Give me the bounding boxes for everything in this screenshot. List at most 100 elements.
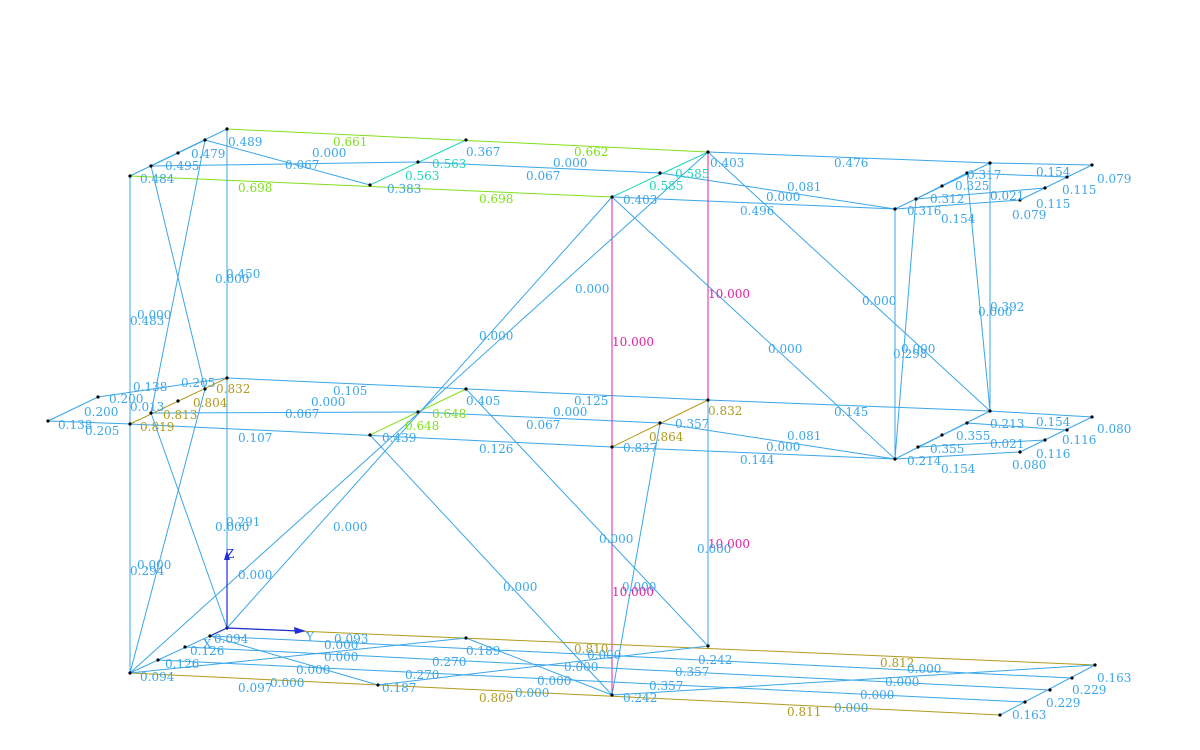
node-MLM: [416, 410, 420, 414]
force-label: 0.000: [537, 674, 571, 688]
force-label: 0.832: [216, 382, 250, 396]
member-BX1-BE1: [157, 659, 1026, 703]
member-MX3-BLF: [129, 388, 206, 674]
node-MRF: [610, 445, 614, 449]
node-BRF: [610, 693, 614, 697]
force-label: 0.115: [1062, 183, 1096, 197]
force-label: 0.000: [564, 660, 598, 674]
force-label: 0.367: [466, 145, 500, 159]
force-label: 0.000: [324, 650, 358, 664]
force-label: 0.294: [130, 564, 165, 578]
force-label: 0.013: [130, 400, 164, 414]
member-TRF-MFR: [611, 196, 896, 460]
node-TFR: [893, 207, 897, 211]
node-BRE: [1093, 663, 1097, 667]
force-label: 0.810: [574, 642, 608, 656]
z-axis-arrowhead: [224, 550, 230, 560]
member-TR3-MBR: [966, 172, 991, 412]
member-BX3-BE3: [209, 635, 1073, 679]
member-MR1-MS1: [917, 439, 1046, 448]
member-TR-TBR: [707, 151, 991, 164]
force-label: 0.476: [834, 156, 868, 170]
force-label: 0.067: [285, 158, 319, 172]
node-TRM: [658, 171, 662, 175]
member-TR-MBR: [707, 151, 991, 412]
node-TR2: [940, 184, 944, 188]
force-label: 0.125: [574, 394, 608, 408]
force-label: 0.483: [130, 314, 164, 328]
node-BE2: [1048, 688, 1052, 692]
force-label: 0.126: [190, 644, 224, 658]
force-label: 0.000: [978, 305, 1012, 319]
node-TX2: [176, 151, 180, 155]
node-MRM: [658, 421, 662, 425]
member-BL-BRE: [226, 627, 1096, 666]
force-label: 0.229: [1046, 696, 1080, 710]
node-MBR: [988, 409, 992, 413]
node-BR: [706, 644, 710, 648]
force-label: 0.357: [649, 679, 683, 693]
member-ML2-ML: [97, 377, 228, 398]
force-label: 0.067: [526, 418, 560, 432]
force-label: 0.403: [710, 156, 744, 170]
node-BX3: [208, 634, 212, 638]
force-label: 0.079: [1012, 208, 1046, 222]
force-label: 0.698: [238, 181, 272, 195]
member-ML1-ML2: [47, 396, 99, 422]
force-label: 0.145: [834, 405, 868, 419]
node-MX1: [149, 411, 153, 415]
force-label: 0.000: [860, 688, 894, 702]
force-label: 0.067: [526, 169, 560, 183]
node-TLM: [416, 160, 420, 164]
force-label: 0.000: [622, 580, 656, 594]
member-BMF-BR: [377, 645, 709, 686]
member-MX1-MLM: [150, 411, 419, 414]
node-BFE: [998, 713, 1002, 717]
node-BLF: [128, 671, 132, 675]
force-label: 0.298: [893, 347, 927, 361]
force-label: 10.000: [612, 335, 654, 349]
force-label: 0.812: [880, 656, 914, 670]
force-label: 0.648: [432, 407, 466, 421]
force-label: 0.000: [766, 190, 800, 204]
node-TS4: [1065, 175, 1069, 179]
force-label: 0.093: [334, 632, 368, 646]
member-TS3-TS2: [1019, 164, 1093, 201]
force-label: 0.115: [1036, 197, 1070, 211]
member-TRF-TFR: [611, 196, 896, 210]
force-label: 0.496: [740, 204, 774, 218]
force-label: 0.489: [228, 135, 262, 149]
force-label: 0.813: [163, 408, 197, 422]
member-ML1-MLF: [47, 420, 131, 425]
force-label: 0.000: [270, 676, 304, 690]
force-label: 0.000: [885, 675, 919, 689]
force-label: 0.205: [85, 424, 119, 438]
force-label: 0.495: [165, 159, 199, 173]
node-BMF: [376, 683, 380, 687]
member-MX1-BL: [150, 412, 228, 629]
force-label: 0.000: [575, 282, 609, 296]
force-label: 0.000: [553, 405, 587, 419]
member-MS3-MS2: [1019, 416, 1093, 453]
member-TX1-MX3: [150, 165, 206, 390]
force-label: 0.116: [1062, 433, 1096, 447]
force-label: 0.291: [226, 515, 260, 529]
force-label: 0.450: [226, 267, 260, 281]
node-ML2: [96, 395, 100, 399]
force-label: 0.213: [990, 417, 1024, 431]
node-TX3: [203, 138, 207, 142]
force-label: 0.214: [907, 454, 942, 468]
force-label: 0.000: [137, 558, 171, 572]
force-label: 0.094: [214, 632, 249, 646]
force-label: 0.187: [382, 681, 416, 695]
node-TRF: [610, 195, 614, 199]
member-TRM-TFR: [659, 172, 896, 210]
force-label: 0.000: [296, 663, 330, 677]
force-label: 0.189: [466, 644, 500, 658]
member-MBR-MS2: [989, 410, 1093, 418]
force-label: 0.357: [675, 665, 709, 679]
force-label: 0.021: [990, 189, 1024, 203]
member-BLF-BFE: [129, 672, 1001, 716]
force-label: 0.439: [382, 431, 416, 445]
member-MM-BR: [465, 388, 709, 647]
